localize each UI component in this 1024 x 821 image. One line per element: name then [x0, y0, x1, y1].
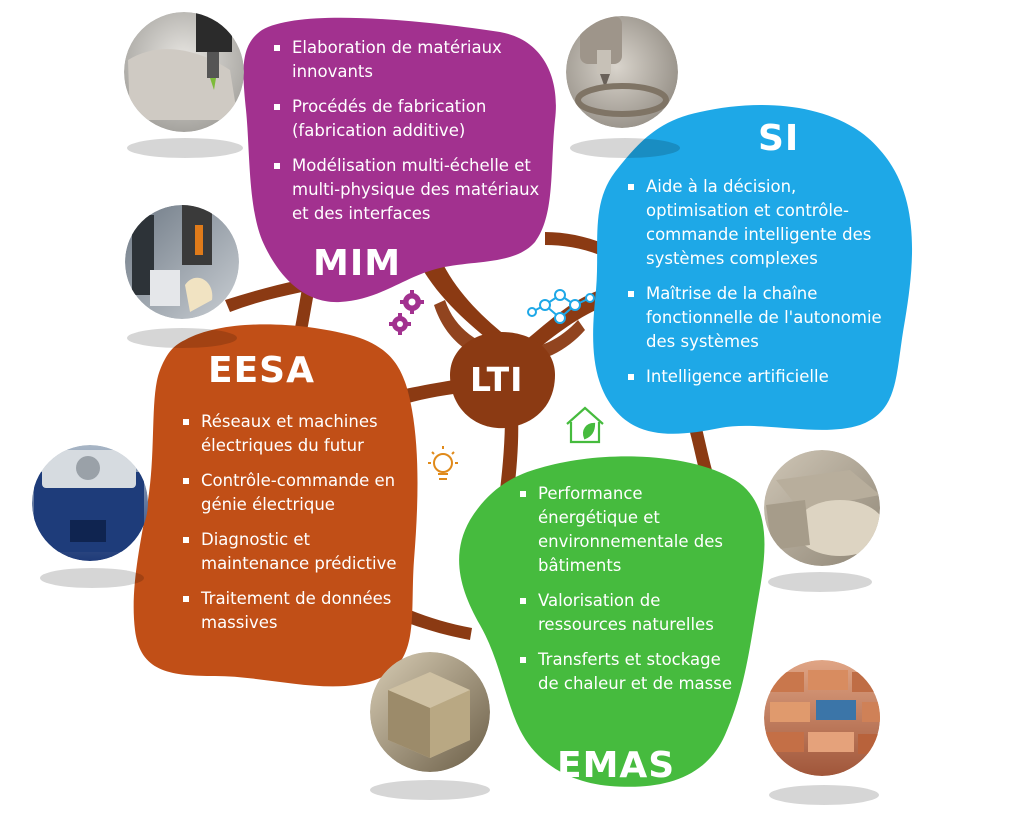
- shadow-blocks: [370, 780, 490, 800]
- mim-item: Modélisation multi-échelle et multi-phys…: [272, 154, 547, 226]
- emas-blob: [459, 456, 765, 787]
- si-title: SI: [758, 118, 800, 159]
- mim-list: Elaboration de matériaux innovants Procé…: [272, 36, 547, 237]
- shadow-extruder: [570, 138, 680, 158]
- extruder-photo: [566, 16, 678, 128]
- mim-title: MIM: [313, 243, 402, 284]
- shadow-machine: [40, 568, 144, 588]
- si-item: Intelligence artificielle: [626, 365, 901, 389]
- eesa-item: Réseaux et machines électriques du futur: [181, 410, 411, 458]
- emas-list: Performance énergétique et environnement…: [518, 482, 738, 707]
- gears-icon: [389, 290, 424, 335]
- si-blob: [593, 104, 913, 434]
- connector-si-emas: [688, 420, 712, 474]
- lti-title: LTI: [470, 360, 524, 399]
- si-list: Aide à la décision, optimisation et cont…: [626, 175, 901, 400]
- eesa-list: Réseaux et machines électriques du futur…: [181, 410, 411, 646]
- emas-item: Performance énergétique et environnement…: [518, 482, 738, 578]
- robot-arm-photo: [125, 205, 239, 319]
- connector-emas-hub: [500, 415, 519, 492]
- shadow-hemp: [768, 572, 872, 592]
- mim-item: Procédés de fabrication (fabrication add…: [272, 95, 547, 143]
- connector-si-top: [545, 232, 605, 256]
- lightbulb-icon: [428, 446, 458, 480]
- hemp-concrete-photo: [764, 450, 880, 566]
- bio-blocks-photo: [370, 652, 490, 772]
- 3d-printer-photo: [124, 12, 244, 132]
- connector-si-hub: [520, 290, 608, 355]
- emas-item: Valorisation de ressources naturelles: [518, 589, 738, 637]
- network-icon: [527, 289, 595, 324]
- eesa-title: EESA: [208, 350, 315, 391]
- eesa-item: Diagnostic et maintenance prédictive: [181, 528, 411, 576]
- electrical-machine-photo: [32, 445, 148, 561]
- connector-mim-left: [225, 280, 302, 312]
- bricks-photo: [764, 660, 880, 776]
- emas-title: EMAS: [557, 745, 676, 786]
- mim-item: Elaboration de matériaux innovants: [272, 36, 547, 84]
- connector-mim-hub: [420, 258, 505, 345]
- shadow-3d-printer: [127, 138, 243, 158]
- shadow-robot: [127, 328, 237, 348]
- eco-house-icon: [566, 406, 604, 444]
- shadow-bricks: [769, 785, 879, 805]
- emas-item: Transferts et stockage de chaleur et de …: [518, 648, 738, 696]
- eesa-blob: [133, 324, 418, 687]
- mim-blob: [243, 17, 556, 303]
- si-item: Maîtrise de la chaîne fonctionnelle de l…: [626, 282, 901, 354]
- eesa-item: Contrôle-commande en génie électrique: [181, 469, 411, 517]
- lti-hub: [450, 332, 555, 429]
- eesa-item: Traitement de données massives: [181, 587, 411, 635]
- connector-eesa-emas: [405, 610, 472, 640]
- si-item: Aide à la décision, optimisation et cont…: [626, 175, 901, 271]
